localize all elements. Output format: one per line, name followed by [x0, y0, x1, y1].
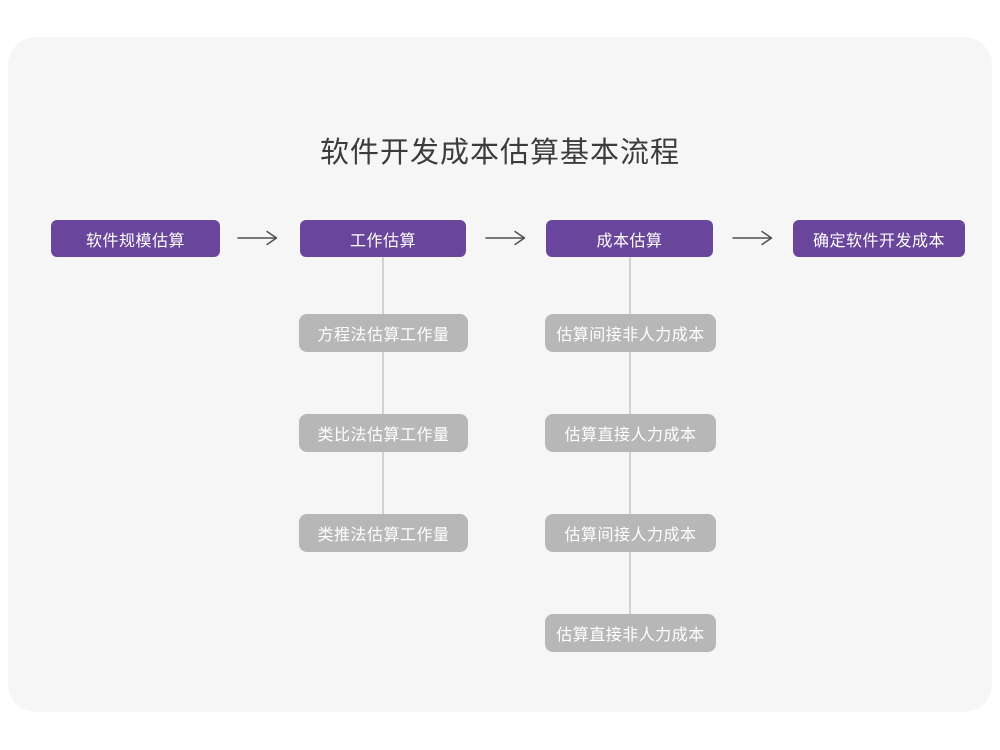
node-work-estimation: 工作估算	[300, 220, 466, 257]
subnode-indirect-nonlabor-cost: 估算间接非人力成本	[545, 314, 716, 352]
subnode-extrapolation-method: 类推法估算工作量	[299, 514, 468, 552]
subnode-direct-labor-cost: 估算直接人力成本	[545, 414, 716, 452]
connector-line-work-estimation	[382, 257, 384, 527]
diagram-title: 软件开发成本估算基本流程	[319, 135, 680, 169]
arrow-right-icon	[732, 230, 773, 246]
node-determine-dev-cost: 确定软件开发成本	[793, 220, 965, 257]
node-software-scale-estimation: 软件规模估算	[51, 220, 220, 257]
subnode-direct-nonlabor-cost: 估算直接非人力成本	[545, 614, 716, 652]
arrow-right-icon	[237, 230, 278, 246]
subnode-equation-method: 方程法估算工作量	[299, 314, 468, 352]
arrow-right-icon	[485, 230, 526, 246]
node-cost-estimation: 成本估算	[546, 220, 713, 257]
subnode-indirect-labor-cost: 估算间接人力成本	[545, 514, 716, 552]
subnode-analogy-method: 类比法估算工作量	[299, 414, 468, 452]
canvas-card: 软件开发成本估算基本流程 软件规模估算 工作估算 成本估算 确定软件开发成本 方…	[8, 37, 992, 712]
